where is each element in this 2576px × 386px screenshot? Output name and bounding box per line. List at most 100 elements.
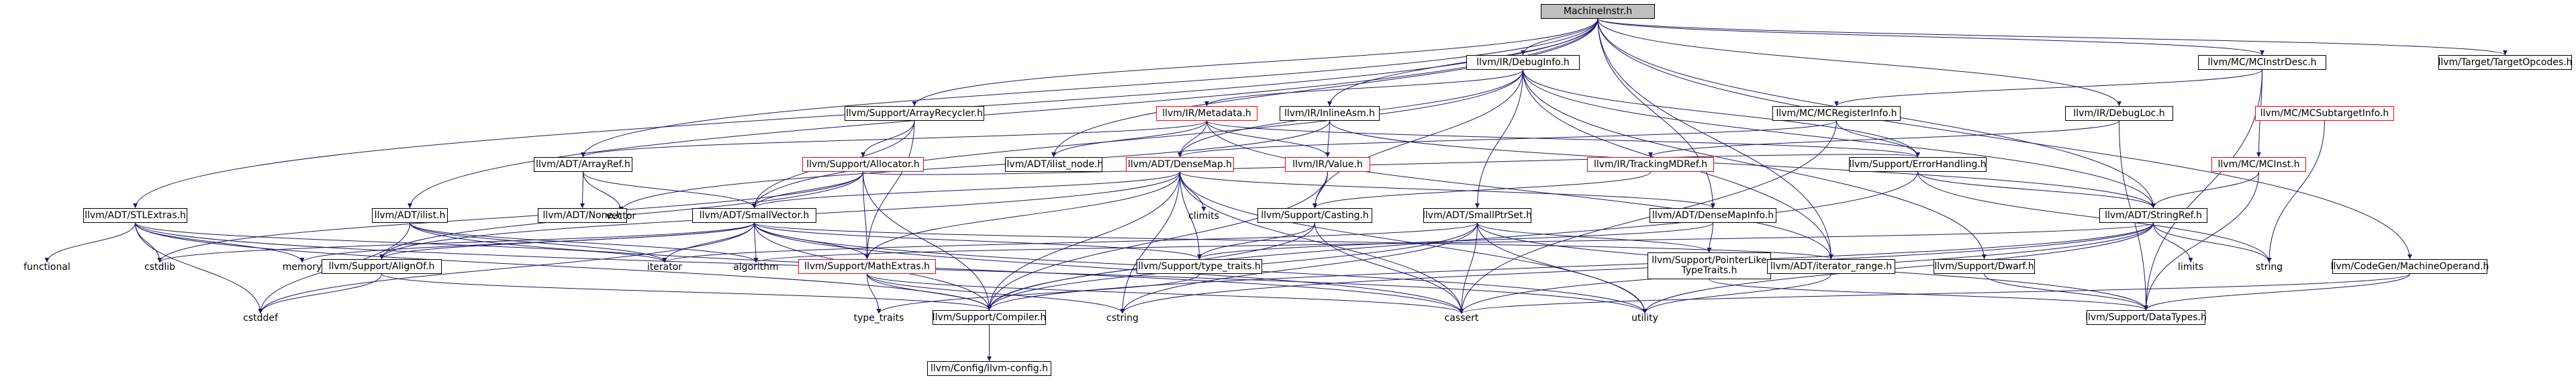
node-debugloc[interactable]: llvm/IR/DebugLoc.h <box>2065 106 2173 121</box>
node-mcinst[interactable]: llvm/MC/MCInst.h <box>2211 157 2306 172</box>
edge-machineinstr-to-ilist <box>408 18 1599 209</box>
node-arrayrecycler[interactable]: llvm/Support/ArrayRecycler.h <box>845 106 984 121</box>
edge-trackingmdref-to-casting <box>1313 171 1651 209</box>
edge-allocator-to-cstdlib <box>157 171 863 263</box>
edge-stringref-to-algorithm <box>754 222 2154 263</box>
edge-machineinstr-to-debugloc <box>1597 18 2121 107</box>
node-smallvector[interactable]: llvm/ADT/SmallVector.h <box>692 208 816 223</box>
edge-debuginfo-to-stringref <box>1523 69 2156 209</box>
edge-smallvector-to-cstdlib <box>157 222 755 263</box>
node-value[interactable]: llvm/IR/Value.h <box>1285 157 1370 172</box>
edge-mcregisterinfo-to-densemap <box>1178 120 1837 158</box>
node-casting[interactable]: llvm/Support/Casting.h <box>1257 208 1372 223</box>
system-header-type-traits: type_traits <box>853 313 904 324</box>
edge-densemap-to-densemapinfo <box>1180 171 1715 209</box>
edge-machineinstr-to-debuginfo <box>1521 18 1599 56</box>
node-stlextras[interactable]: llvm/ADT/STLExtras.h <box>83 208 187 223</box>
edge-errorhandling-to-stringref <box>1917 171 2156 209</box>
edge-densemap-to-climits <box>1180 171 1206 212</box>
edge-inlineasm-to-value <box>1325 120 1331 158</box>
edge-value-to-compiler <box>987 171 1328 311</box>
edge-stlextras-to-cstddef <box>135 222 263 314</box>
system-header-vector: vector <box>606 211 636 222</box>
system-header-utility: utility <box>1631 313 1658 324</box>
edge-ilist-to-algorithm <box>410 222 759 263</box>
node-mathextras[interactable]: llvm/Support/MathExtras.h <box>798 259 936 274</box>
system-header-algorithm: algorithm <box>733 262 779 273</box>
edge-casting-to-cassert <box>1315 222 1464 314</box>
node-smallptrset[interactable]: llvm/ADT/SmallPtrSet.h <box>1423 208 1532 223</box>
node-llvm-config[interactable]: llvm/Config/llvm-config.h <box>927 361 1051 376</box>
edge-densemap-to-typetraits_llvm <box>1180 171 1202 260</box>
edge-casting-to-typetraits_llvm <box>1197 222 1315 260</box>
edge-smallptrset-to-utility <box>1477 222 1648 314</box>
edge-debugloc-to-trackingmdref <box>1648 120 2119 158</box>
node-machineoperand[interactable]: llvm/CodeGen/MachineOperand.h <box>2331 259 2489 274</box>
node-errorhandling[interactable]: llvm/Support/ErrorHandling.h <box>1849 157 1987 172</box>
edge-alignof-to-compiler <box>381 273 992 311</box>
edge-stringref-to-cstring <box>1120 222 2154 314</box>
node-targetopcodes[interactable]: llvm/Target/TargetOpcodes.h <box>2438 55 2573 70</box>
node-datatypes[interactable]: llvm/Support/DataTypes.h <box>2085 310 2207 325</box>
node-machineinstr-root: MachineInstr.h <box>1541 4 1655 19</box>
edge-iterator_range-to-utility <box>1642 273 1831 314</box>
edge-stringref-to-limits <box>2153 222 2193 263</box>
edge-allocator-to-errorhandling <box>863 152 1920 175</box>
node-ilist-node[interactable]: llvm/ADT/ilist_node.h <box>1004 157 1103 172</box>
edge-arrayrecycler-to-mathextras <box>865 120 915 260</box>
node-iterator-range[interactable]: llvm/ADT/iterator_range.h <box>1767 259 1895 274</box>
edge-debuginfo-to-casting <box>1313 69 1523 209</box>
node-debuginfo[interactable]: llvm/IR/DebugInfo.h <box>1466 55 1580 70</box>
node-none[interactable]: llvm/ADT/None.h <box>538 208 627 223</box>
node-pointerliketypetraits[interactable]: llvm/Support/PointerLike TypeTraits.h <box>1648 252 1771 279</box>
system-header-cstddef: cstddef <box>243 313 278 324</box>
edge-densemap-to-mathextras <box>865 171 1180 260</box>
node-ilist[interactable]: llvm/ADT/ilist.h <box>372 208 448 223</box>
node-arrayref[interactable]: llvm/ADT/ArrayRef.h <box>534 157 632 172</box>
node-compiler[interactable]: llvm/Support/Compiler.h <box>933 310 1046 325</box>
edge-machineinstr-to-mcinstrdesc <box>1597 18 2264 56</box>
system-header-string: string <box>2255 262 2283 273</box>
node-dwarf[interactable]: llvm/Support/Dwarf.h <box>1934 259 2035 274</box>
node-mcinstrdesc[interactable]: llvm/MC/MCInstrDesc.h <box>2198 55 2326 70</box>
node-pointerlike-line1: llvm/Support/PointerLike <box>1652 255 1767 266</box>
node-stringref[interactable]: llvm/ADT/StringRef.h <box>2099 208 2207 223</box>
node-densemapinfo[interactable]: llvm/ADT/DenseMapInfo.h <box>1650 208 1776 223</box>
edge-machineinstr-to-machineoperand <box>1597 18 2412 260</box>
edge-stringref-to-string <box>2153 222 2272 263</box>
edge-machineoperand-to-datatypes <box>2144 273 2410 311</box>
edge-arrayref-to-smallvector <box>583 171 757 209</box>
edge-machineinstr-to-arrayref <box>581 18 1599 158</box>
edge-inlineasm-to-vector <box>618 120 1330 212</box>
node-allocator[interactable]: llvm/Support/Allocator.h <box>802 157 924 172</box>
edge-arrayref-to-vector <box>583 171 624 212</box>
edge-alignof-to-cstddef <box>258 273 382 314</box>
node-inlineasm[interactable]: llvm/IR/InlineAsm.h <box>1280 106 1380 121</box>
edge-stringref-to-utility <box>1642 222 2154 314</box>
edge-mcsubtargetinfo-to-string <box>2267 120 2325 263</box>
edge-debuginfo-to-errorhandling <box>1523 69 1920 158</box>
edge-mathextras-to-compiler <box>867 273 992 311</box>
edge-mcinstrdesc-to-mcregisterinfo <box>1834 69 2262 107</box>
system-header-memory: memory <box>282 262 322 273</box>
edge-densemap-to-smallvector <box>752 171 1180 209</box>
edge-machineoperand-to-cassert <box>1459 273 2410 314</box>
edge-smallptrset-to-cstring <box>1120 222 1478 314</box>
edge-machineinstr-to-ilist_node <box>1051 18 1599 158</box>
node-densemap[interactable]: llvm/ADT/DenseMap.h <box>1126 157 1234 172</box>
edge-stlextras-to-functional <box>44 222 136 263</box>
node-support-type-traits[interactable]: llvm/Support/type_traits.h <box>1137 259 1262 274</box>
edge-metadata-to-iterator_range <box>1206 120 1833 260</box>
node-alignof[interactable]: llvm/Support/AlignOf.h <box>322 259 442 274</box>
edge-smallvector-to-iterator <box>662 222 755 263</box>
node-metadata[interactable]: llvm/IR/Metadata.h <box>1156 106 1257 121</box>
system-header-cstdlib: cstdlib <box>144 262 176 273</box>
node-mcsubtargetinfo[interactable]: llvm/MC/MCSubtargetInfo.h <box>2255 106 2394 121</box>
system-header-functional: functional <box>23 262 70 273</box>
edge-pointerlike-to-datatypes <box>1709 279 2148 311</box>
system-header-climits: climits <box>1188 211 1219 222</box>
node-mcregisterinfo[interactable]: llvm/MC/MCRegisterInfo.h <box>1772 106 1901 121</box>
edge-allocator-to-mathextras <box>863 171 869 260</box>
node-trackingmdref[interactable]: llvm/IR/TrackingMDRef.h <box>1587 157 1714 172</box>
